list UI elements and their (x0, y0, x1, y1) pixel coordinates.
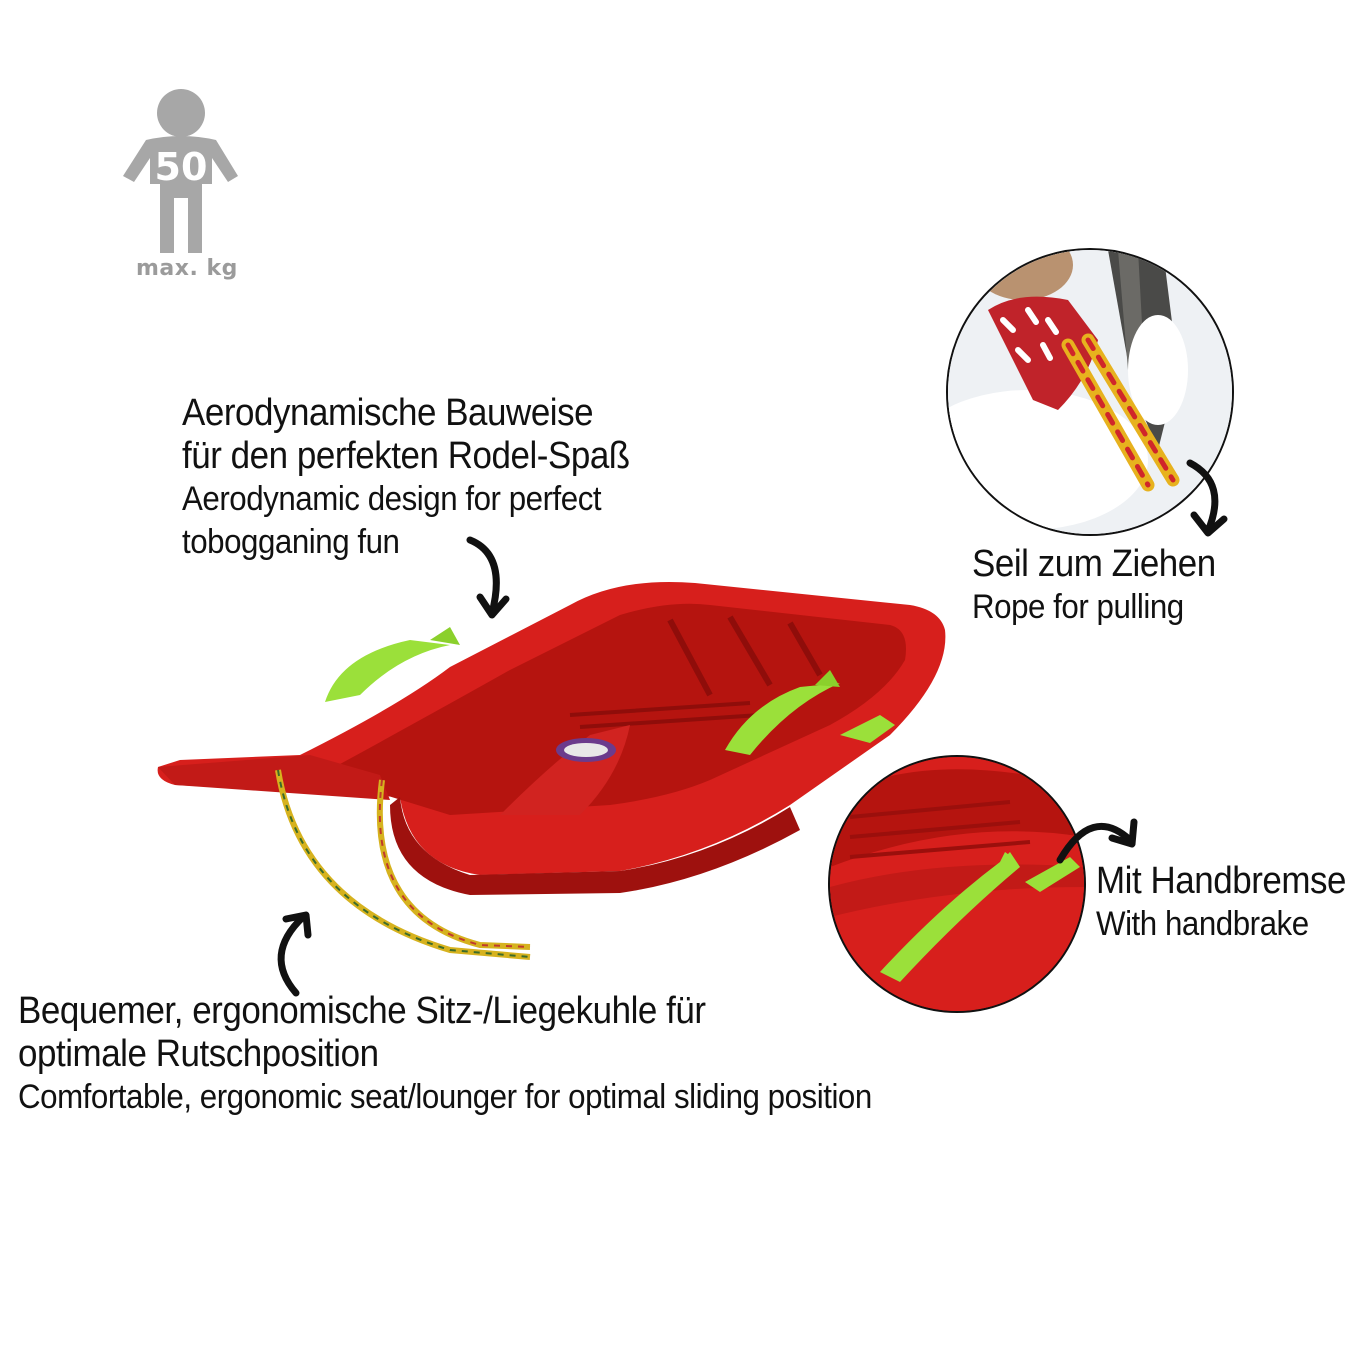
curved-arrow-icon (1186, 459, 1228, 537)
caption-aerodynamic-en-2: tobogganing fun (182, 523, 400, 561)
caption-aerodynamic-de-1: Aerodynamische Bauweise (182, 392, 594, 434)
weight-value: 50 (155, 145, 208, 189)
caption-rope-de: Seil zum Ziehen (972, 543, 1216, 585)
curved-arrow-icon (1056, 818, 1138, 864)
caption-rope-en: Rope for pulling (972, 588, 1184, 626)
caption-handbrake-de: Mit Handbremse (1096, 860, 1347, 902)
sled-image (157, 581, 946, 960)
caption-seat-en: Comfortable, ergonomic seat/lounger for … (18, 1078, 872, 1116)
caption-seat-de-2: optimale Rutschposition (18, 1033, 379, 1075)
weight-badge: 50 max. kg (118, 88, 248, 288)
caption-aerodynamic-en-1: Aerodynamic design for perfect (182, 480, 602, 518)
handbrake-detail-image (828, 755, 1086, 1013)
caption-aerodynamic: Aerodynamische Bauweise für den perfekte… (182, 392, 669, 564)
weight-unit-label: max. kg (136, 256, 238, 281)
person-icon: 50 (123, 89, 238, 253)
rope-detail-image (946, 248, 1234, 536)
caption-rope: Seil zum Ziehen Rope for pulling (972, 543, 1237, 629)
caption-seat-de-1: Bequemer, ergonomische Sitz-/Liegekuhle … (18, 990, 706, 1032)
caption-aerodynamic-de-2: für den perfekten Rodel-Spaß (182, 435, 630, 477)
curved-arrow-icon (466, 536, 510, 619)
caption-handbrake: Mit Handbremse With handbrake (1096, 860, 1368, 946)
caption-handbrake-en: With handbrake (1096, 905, 1309, 943)
caption-seat: Bequemer, ergonomische Sitz-/Liegekuhle … (18, 990, 946, 1119)
curved-arrow-icon (277, 911, 312, 997)
